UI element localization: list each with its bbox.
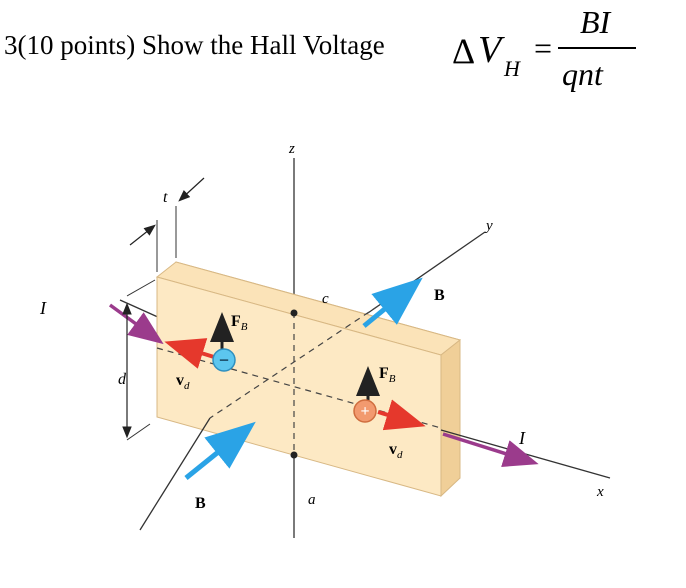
x-axis-label: x: [596, 484, 604, 500]
fraction-bar: [558, 47, 636, 49]
x-axis-front: [440, 429, 611, 479]
current-arrow-out: [442, 432, 539, 467]
t-arrow-right: [178, 177, 205, 202]
thickness-label: t: [163, 189, 168, 206]
voltage-variable: V: [478, 29, 502, 71]
t-arrow-left: [129, 224, 156, 246]
point-a-label: a: [308, 492, 316, 508]
electron-velocity-arrow: [164, 338, 215, 369]
delta-symbol: Δ: [452, 31, 476, 71]
point-c-label: c: [322, 291, 329, 307]
hall-voltage-formula: Δ V H = BI qnt: [0, 0, 686, 110]
question-text: 3(10 points) Show the Hall Voltage: [4, 30, 385, 60]
hole-force-label: FB: [379, 365, 396, 385]
y-axis-label: y: [484, 218, 493, 234]
y-axis-front: [139, 417, 211, 531]
height-label: d: [118, 371, 127, 388]
current-label-right: I: [518, 428, 526, 448]
hole-charge: [353, 399, 377, 423]
electron-drift-velocity-label: vd: [176, 372, 190, 392]
equals-sign: =: [534, 30, 553, 66]
point-a: [290, 451, 298, 459]
electron-force-label: FB: [231, 313, 248, 333]
field-label-top: B: [434, 287, 445, 304]
current-label-left: I: [39, 298, 47, 318]
z-axis-label: z: [288, 141, 295, 157]
electron-charge: [212, 348, 236, 372]
y-axis-dashed: [209, 305, 379, 419]
numerator: BI: [580, 4, 611, 40]
hall-effect-diagram: − + z y x t d c a I I B B FB FB vd vd: [39, 141, 611, 538]
field-label-bottom: B: [195, 495, 206, 512]
denominator: qnt: [562, 56, 603, 92]
hole-velocity-arrow: [377, 399, 426, 431]
minus-sign: −: [219, 350, 229, 370]
hall-subscript: H: [504, 56, 520, 81]
plus-sign: +: [360, 403, 369, 420]
field-arrow-bottom: [184, 421, 256, 480]
field-arrow-top: [362, 277, 423, 328]
point-c: [290, 309, 298, 317]
hole-drift-velocity-label: vd: [389, 441, 403, 461]
current-arrow-in: [108, 303, 164, 345]
